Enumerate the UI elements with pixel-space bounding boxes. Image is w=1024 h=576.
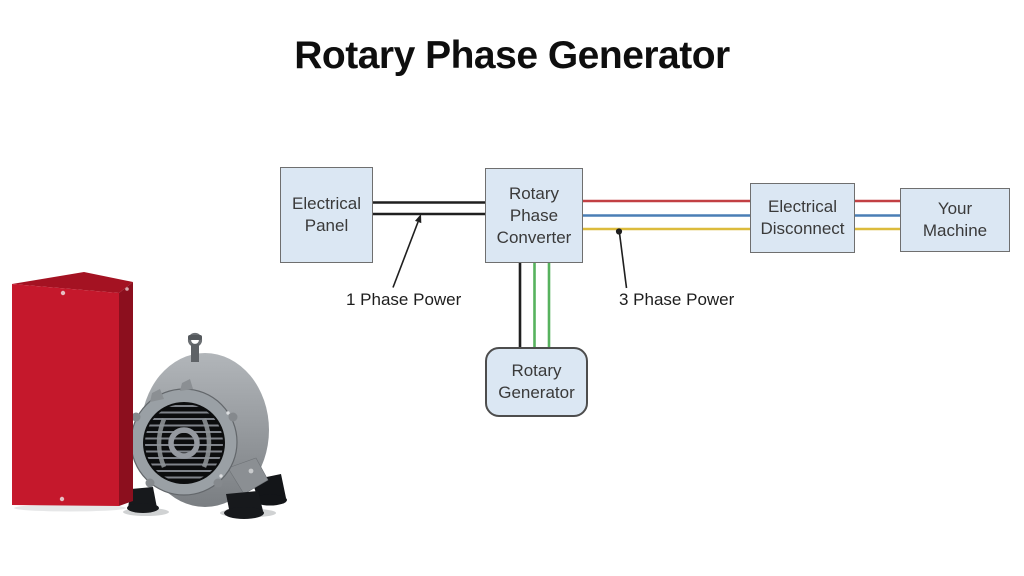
motor-feet [224, 457, 287, 519]
enclosure-top-face [12, 272, 133, 293]
motor-front-foot [127, 487, 159, 513]
electrical-panel-label: Electrical Panel [292, 194, 361, 235]
page-title: Rotary Phase Generator [294, 34, 730, 77]
three-phase-pointer-line [615, 228, 628, 289]
motor-rim-clips [131, 379, 238, 488]
motor-eyebolt [187, 332, 203, 362]
enclosure-side-face [119, 282, 133, 506]
rotary-phase-converter-label: Rotary Phase Converter [496, 183, 572, 247]
rotary-generator-box: Rotary Generator [485, 347, 588, 417]
enclosure-screw [60, 290, 66, 296]
motor-photo [123, 332, 287, 519]
enclosure-screw [59, 496, 65, 502]
single-phase-power-label: 1 Phase Power [346, 290, 462, 309]
your-machine-label: Your Machine [922, 199, 988, 240]
rotary-phase-converter-photo [12, 272, 287, 519]
enclosure-photo [12, 272, 133, 512]
three-phase-power-label: 3 Phase Power [619, 290, 735, 309]
enclosure-screw [125, 287, 129, 291]
enclosure-shadow [14, 504, 126, 512]
enclosure-front-face [12, 284, 119, 506]
single-phase-pointer-arrow [392, 214, 422, 288]
rotary-generator-label: Rotary Generator [498, 361, 575, 402]
electrical-panel-box: Electrical Panel [280, 167, 373, 263]
electrical-disconnect-label: Electrical Disconnect [760, 197, 845, 238]
rotary-phase-converter-box: Rotary Phase Converter [485, 168, 583, 263]
your-machine-box: Your Machine [900, 188, 1010, 252]
electrical-disconnect-box: Electrical Disconnect [750, 183, 855, 253]
